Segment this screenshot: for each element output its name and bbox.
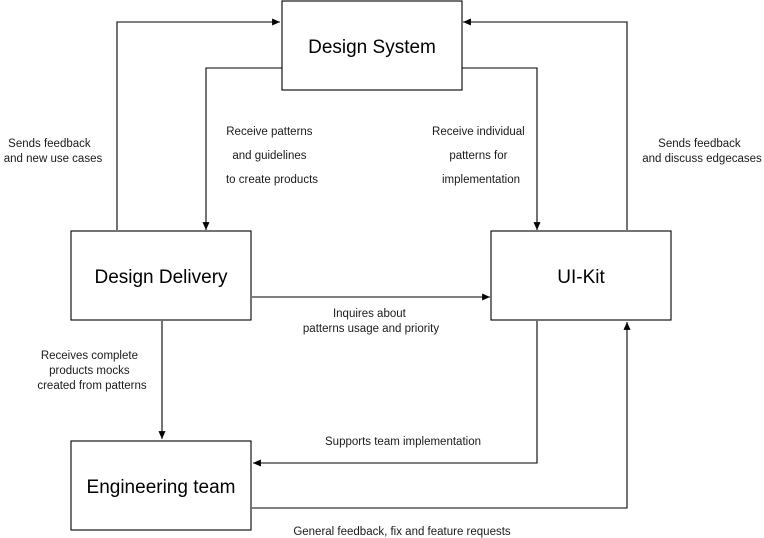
node-engineering-team[interactable]: Engineering team: [70, 440, 252, 531]
edge-label-dd-to-ds: Sends feedback and new use cases: [4, 138, 103, 165]
edge-label-dd-to-ui: Inquires about patterns usage and priori…: [303, 308, 439, 335]
connector-eng-to-ui: [252, 322, 631, 509]
edge-label-ds-to-dd: Receive patterns and guidelines to creat…: [226, 126, 318, 186]
connector-dd-to-ds: [116, 18, 280, 230]
node-label-ui-kit: UI-Kit: [557, 267, 605, 288]
connector-ds-to-ui: [462, 67, 541, 230]
connector-ui-to-eng: [253, 321, 538, 467]
node-design-delivery[interactable]: Design Delivery: [70, 230, 252, 321]
connector-ui-to-ds: [463, 18, 628, 230]
node-ui-kit[interactable]: UI-Kit: [490, 230, 672, 321]
node-label-engineering-team: Engineering team: [87, 477, 236, 498]
edge-label-ui-to-eng: Supports team implementation: [325, 436, 481, 448]
edge-label-dd-to-eng: Receives complete products mocks created…: [37, 350, 147, 392]
edge-label-ds-to-ui: Receive individual patterns for implemen…: [432, 126, 528, 186]
connectors: [116, 18, 631, 509]
node-label-design-delivery: Design Delivery: [94, 267, 228, 288]
node-design-system[interactable]: Design System: [281, 0, 463, 91]
node-label-design-system: Design System: [308, 37, 436, 58]
edge-label-eng-to-ui: General feedback, fix and feature reques…: [293, 526, 511, 538]
edge-label-ui-to-ds: Sends feedback and discuss edgecases: [642, 138, 762, 165]
connector-ds-to-dd: [202, 67, 282, 230]
